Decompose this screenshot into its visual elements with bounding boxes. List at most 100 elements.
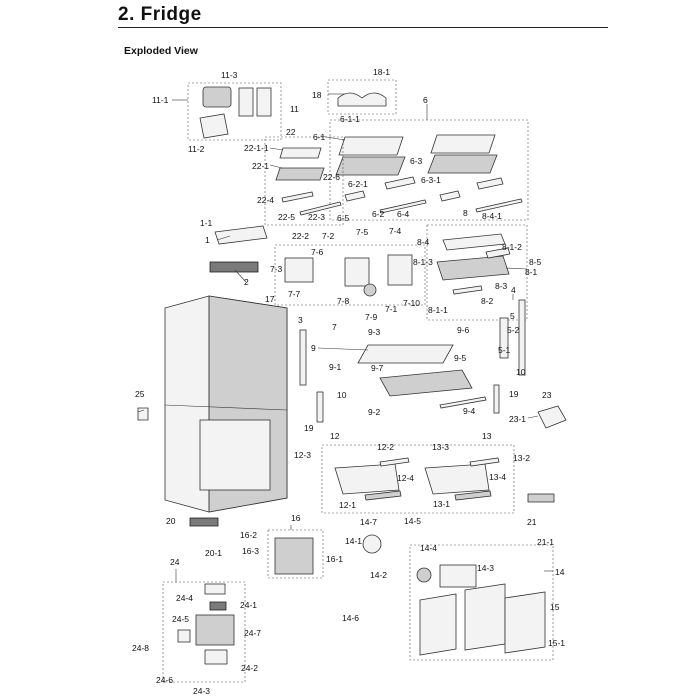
callout-9-2: 9-2: [368, 407, 381, 417]
shelf-group-6: [329, 119, 529, 221]
callout-23-1: 23-1: [509, 414, 526, 424]
callout-12: 12: [330, 431, 340, 441]
callout-24-5: 24-5: [172, 614, 189, 624]
callout-8-1-3: 8-1-3: [413, 257, 433, 267]
callout-17: 17: [265, 294, 275, 304]
callout-10-right: 10: [516, 367, 526, 377]
callout-22-2: 22-2: [292, 231, 309, 241]
callout-9-3: 9-3: [368, 327, 381, 337]
callout-6-2-1: 6-2-1: [348, 179, 368, 189]
callout-22-6: 22-6: [323, 172, 340, 182]
callout-16-3: 16-3: [242, 546, 259, 556]
callout-8-3: 8-3: [495, 281, 508, 291]
callout-11-1: 11-1: [152, 95, 169, 105]
callout-23: 23: [542, 390, 552, 400]
evaporator-cover-group-14: [362, 534, 554, 661]
leader-lines: [137, 93, 553, 582]
callout-14-6: 14-6: [342, 613, 359, 623]
crisper-cover-group-22: [264, 136, 344, 226]
callout-22-1: 22-1: [252, 161, 269, 171]
callout-labels: 18-1 18 6 11-3 11-1 11 6-1-1 6-1 11-2 22…: [132, 67, 565, 696]
callout-7-5: 7-5: [356, 227, 369, 237]
callout-22-1-1: 22-1-1: [244, 143, 269, 153]
callout-8-4: 8-4: [417, 237, 430, 247]
callout-6-1: 6-1: [313, 132, 326, 142]
fan-assembly-16: [267, 529, 324, 579]
callout-11-3: 11-3: [221, 70, 238, 80]
callout-8-1: 8-1: [525, 267, 538, 277]
callout-8-2: 8-2: [481, 296, 494, 306]
callout-5-2: 5-2: [507, 325, 520, 335]
callout-7-6: 7-6: [311, 247, 324, 257]
section-subtitle: Exploded View: [124, 45, 198, 57]
callout-25: 25: [135, 389, 145, 399]
callout-12-2: 12-2: [377, 442, 394, 452]
callout-6-4: 6-4: [397, 209, 410, 219]
crisper-drawers-12-13: [321, 444, 515, 514]
callout-14-3: 14-3: [477, 563, 494, 573]
callout-7: 7: [332, 322, 337, 332]
callout-7-7: 7-7: [288, 289, 301, 299]
callout-24-3: 24-3: [193, 686, 210, 696]
callout-1-1: 1-1: [200, 218, 213, 228]
callout-24: 24: [170, 557, 180, 567]
callout-14-7: 14-7: [360, 517, 377, 527]
callout-13-3: 13-3: [432, 442, 449, 452]
callout-1: 1: [205, 235, 210, 245]
callout-13-4: 13-4: [489, 472, 506, 482]
callout-19-left: 19: [304, 423, 314, 433]
callout-12-3: 12-3: [294, 450, 311, 460]
callout-8-1-1: 8-1-1: [428, 305, 448, 315]
callout-4: 4: [511, 285, 516, 295]
callout-15-1: 15-1: [548, 638, 565, 648]
callout-9-7: 9-7: [371, 363, 384, 373]
callout-22: 22: [286, 127, 296, 137]
callout-7-9: 7-9: [365, 312, 378, 322]
callout-8-4-1: 8-4-1: [482, 211, 502, 221]
callout-12-1: 12-1: [339, 500, 356, 510]
callout-13: 13: [482, 431, 492, 441]
callout-8-5: 8-5: [529, 257, 542, 267]
callout-11-2: 11-2: [188, 144, 205, 154]
callout-7-2: 7-2: [322, 231, 335, 241]
callout-24-8: 24-8: [132, 643, 149, 653]
callout-18-1: 18-1: [373, 67, 390, 77]
callout-6-2: 6-2: [372, 209, 385, 219]
part-drawings: [137, 79, 567, 683]
callout-7-10: 7-10: [403, 298, 420, 308]
drawer-group-8: [426, 224, 528, 321]
callout-24-2: 24-2: [241, 663, 258, 673]
title-underline: [118, 27, 608, 28]
callout-24-6: 24-6: [156, 675, 173, 685]
callout-5: 5: [510, 311, 515, 321]
callout-20: 20: [166, 516, 176, 526]
callout-2: 2: [244, 277, 249, 287]
callout-13-1: 13-1: [433, 499, 450, 509]
callout-14-2: 14-2: [370, 570, 387, 580]
callout-7-3: 7-3: [270, 264, 283, 274]
page-title: 2. Fridge: [118, 4, 202, 25]
callout-16: 16: [291, 513, 301, 523]
callout-6-3-1: 6-3-1: [421, 175, 441, 185]
callout-5-1: 5-1: [498, 345, 511, 355]
fridge-cabinet-body: [164, 295, 288, 513]
callout-11: 11: [290, 104, 299, 114]
callout-24-1: 24-1: [240, 600, 257, 610]
callout-6: 6: [423, 95, 428, 105]
callout-14: 14: [555, 567, 565, 577]
callout-12-4: 12-4: [397, 473, 414, 483]
callout-9-6: 9-6: [457, 325, 470, 335]
callout-8-1-2: 8-1-2: [502, 242, 522, 252]
callout-13-2: 13-2: [513, 453, 530, 463]
callout-3: 3: [298, 315, 303, 325]
bracket-group-1: [209, 225, 268, 273]
callout-7-8: 7-8: [337, 296, 350, 306]
callout-7-1: 7-1: [385, 304, 398, 314]
callout-15: 15: [550, 602, 560, 612]
wine-rack-18: [327, 79, 397, 115]
callout-21: 21: [527, 517, 537, 527]
callout-14-4: 14-4: [420, 543, 437, 553]
callout-7-4: 7-4: [389, 226, 402, 236]
ice-maker-group-11: [187, 82, 282, 141]
